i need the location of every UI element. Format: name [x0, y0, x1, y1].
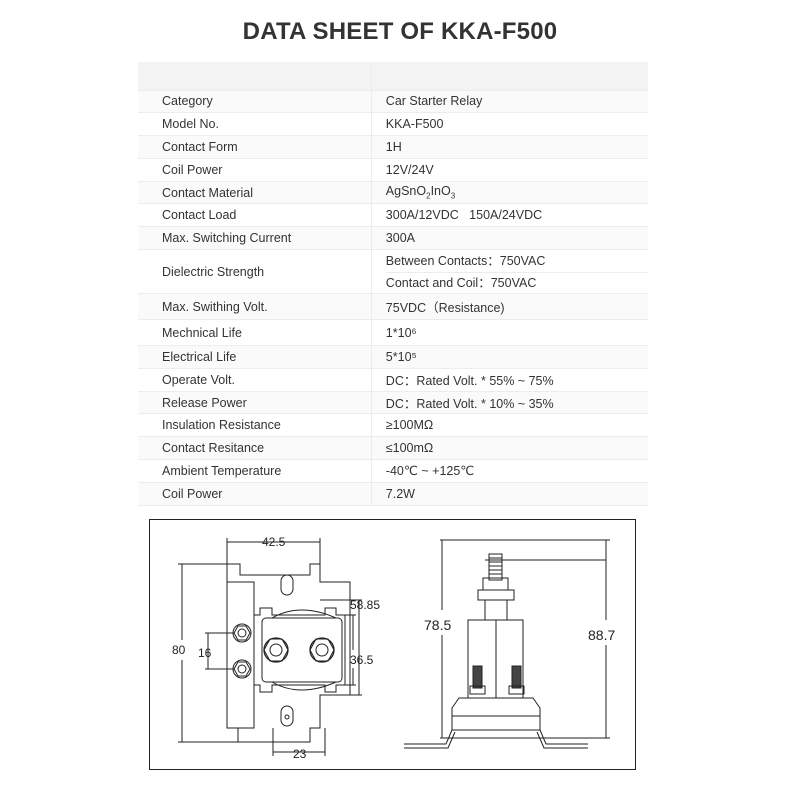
- table-row: Mechnical Life 1*10⁶: [138, 319, 648, 347]
- spec-value: Car Starter Relay: [371, 90, 648, 114]
- table-header-row: [138, 62, 648, 91]
- spec-value: 7.2W: [371, 482, 648, 506]
- table-row: Contact Material AgSnO2InO3: [138, 181, 648, 205]
- spec-value: ≤100mΩ: [371, 436, 648, 461]
- table-row: Coil Power 7.2W: [138, 482, 648, 506]
- spec-value: 1H: [371, 135, 648, 159]
- spec-label: Contact Form: [138, 135, 372, 159]
- spec-label: Max. Swithing Volt.: [138, 293, 372, 321]
- dimension-drawing-svg: 42.5 80 16 58.85 36.5 23 78.5 88.7: [172, 535, 615, 761]
- spec-value: ≥100MΩ: [371, 413, 648, 438]
- spec-value: DC：Rated Volt. * 10% ~ 35%: [371, 391, 648, 415]
- table-row: Contact Form 1H: [138, 135, 648, 159]
- spec-label: Dielectric Strength: [138, 249, 372, 295]
- spec-value: 300A: [371, 226, 648, 251]
- spec-value: 12V/24V: [371, 158, 648, 182]
- spec-value: 300A/12VDC 150A/24VDC: [371, 203, 648, 228]
- spec-label: Max. Switching Current: [138, 226, 372, 251]
- dim-width-side: 58.85: [350, 598, 380, 612]
- spec-label: Operate Volt.: [138, 368, 372, 392]
- spec-value: 1*10⁶: [371, 319, 648, 347]
- table-row: Max. Switching Current 300A: [138, 226, 648, 251]
- spec-value-line: Between Contacts：750VAC: [385, 253, 546, 268]
- dim-total-height: 88.7: [588, 627, 615, 643]
- table-row: Max. Swithing Volt. 75VDC（Resistance): [138, 293, 648, 321]
- page-title: DATA SHEET OF KKA-F500: [242, 18, 558, 45]
- dim-width-bottom: 23: [293, 747, 307, 761]
- dimension-drawing: 42.5 80 16 58.85 36.5 23 78.5 88.7: [149, 519, 636, 770]
- spec-value-line: Contact and Coil：750VAC: [385, 271, 648, 293]
- dim-body-height: 78.5: [424, 617, 451, 633]
- spec-value: DC：Rated Volt. * 55% ~ 75%: [371, 368, 648, 392]
- table-row: Coil Power 12V/24V: [138, 158, 648, 182]
- dim-height-total: 80: [172, 643, 186, 657]
- side-view: [404, 539, 610, 749]
- spec-label: Ambient Temperature: [138, 459, 372, 483]
- spec-label: Model No.: [138, 112, 372, 137]
- front-view: [178, 538, 362, 756]
- spec-value: KKA-F500: [371, 112, 648, 137]
- spec-value: -40℃ ~ +125℃: [371, 459, 648, 483]
- spec-label: Insulation Resistance: [138, 413, 372, 438]
- spec-table: Category Car Starter Relay Model No. KKA…: [138, 62, 648, 506]
- spec-label: Coil Power: [138, 158, 372, 182]
- spec-label: Release Power: [138, 391, 372, 415]
- table-row: Electrical Life 5*10⁵: [138, 345, 648, 369]
- spec-value-contact-material: AgSnO2InO3: [371, 181, 648, 205]
- spec-label: Mechnical Life: [138, 319, 372, 347]
- spec-label: Category: [138, 90, 372, 114]
- table-row: Insulation Resistance ≥100MΩ: [138, 413, 648, 438]
- table-row: Operate Volt. DC：Rated Volt. * 55% ~ 75%: [138, 368, 648, 392]
- spec-label: Contact Material: [138, 181, 372, 205]
- spec-label: Coil Power: [138, 482, 372, 506]
- table-row: Ambient Temperature -40℃ ~ +125℃: [138, 459, 648, 483]
- dim-height-inner: 36.5: [350, 653, 374, 667]
- spec-label: Contact Resitance: [138, 436, 372, 461]
- dim-width-top: 42.5: [262, 535, 286, 549]
- spec-value: 75VDC（Resistance): [371, 293, 648, 321]
- table-row: Model No. KKA-F500: [138, 112, 648, 137]
- table-row: Contact Resitance ≤100mΩ: [138, 436, 648, 461]
- spec-label: Contact Load: [138, 203, 372, 228]
- spec-value: 5*10⁵: [371, 345, 648, 369]
- table-row: Contact Load 300A/12VDC 150A/24VDC: [138, 203, 648, 228]
- spec-value-multi: Between Contacts：750VAC Contact and Coil…: [371, 249, 648, 295]
- dim-terminal-spacing: 16: [198, 646, 212, 660]
- table-row: Release Power DC：Rated Volt. * 10% ~ 35%: [138, 391, 648, 415]
- table-row: Dielectric Strength Between Contacts：750…: [138, 249, 648, 295]
- spec-label: Electrical Life: [138, 345, 372, 369]
- table-row: Category Car Starter Relay: [138, 90, 648, 114]
